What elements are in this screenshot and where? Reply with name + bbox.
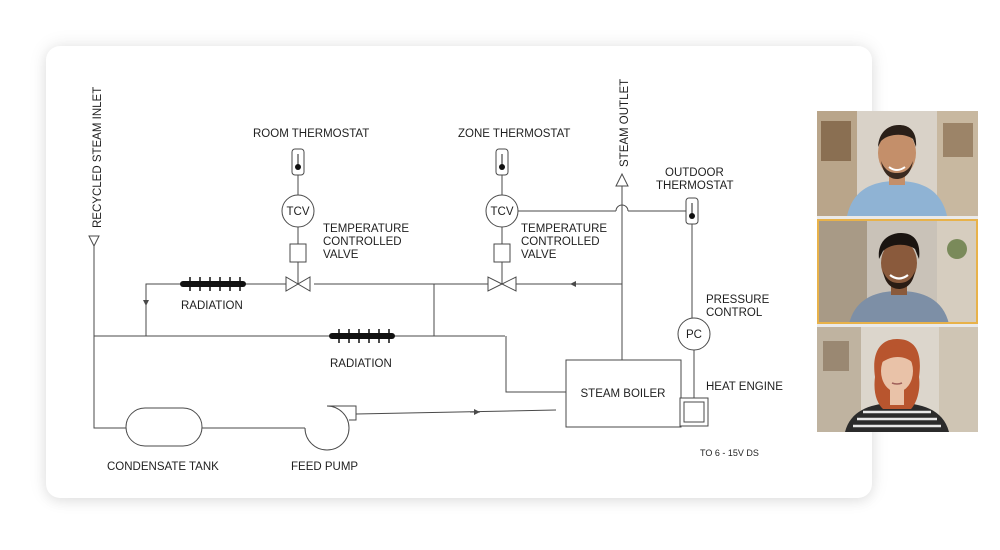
valve-zone-icon: [487, 276, 517, 292]
note-label: TO 6 - 15V DS: [700, 448, 759, 458]
pressure-control-label-1: PRESSURE: [706, 294, 770, 306]
recycled-steam-inlet: RECYCLED STEAM INLET: [88, 87, 126, 429]
heat-engine-label: HEAT ENGINE: [706, 381, 783, 393]
zone-thermostat-icon: [495, 148, 509, 176]
steam-outlet-label: STEAM OUTLET: [619, 79, 631, 167]
condensate-tank: [125, 407, 203, 447]
outdoor-thermostat-label-1: OUTDOOR: [665, 167, 724, 179]
tcv-room-desc-1: TEMPERATURE: [323, 223, 409, 235]
steam-heating-diagram: RECYCLED STEAM INLET RADIATION RADIA: [88, 79, 783, 473]
recycled-steam-inlet-label: RECYCLED STEAM INLET: [92, 87, 104, 228]
feed-pump-label: FEED PUMP: [291, 461, 358, 473]
tcv-zone-desc-1: TEMPERATURE: [521, 223, 607, 235]
radiator-lower: [329, 329, 395, 343]
tcv-zone-desc-2: CONTROLLED: [521, 236, 600, 248]
pc-label: PC: [686, 329, 702, 341]
radiator-upper: [180, 277, 246, 291]
condensate-tank-label: CONDENSATE TANK: [107, 461, 219, 473]
participant-tile-3[interactable]: [817, 327, 978, 432]
tcv-room-desc-2: CONTROLLED: [323, 236, 402, 248]
tcv-room-desc-3: VALVE: [323, 249, 359, 261]
participant-3-avatar: [817, 327, 978, 432]
actuator-zone: [493, 243, 511, 263]
steam-boiler-label: STEAM BOILER: [581, 388, 666, 400]
outdoor-thermostat-label-2: THERMOSTAT: [656, 180, 734, 192]
participant-tile-2[interactable]: [817, 219, 978, 324]
participant-tile-1[interactable]: [817, 111, 978, 216]
feed-pump-icon: [304, 405, 357, 451]
room-thermostat-label: ROOM THERMOSTAT: [253, 128, 369, 140]
radiation-upper-label: RADIATION: [181, 300, 243, 312]
outdoor-thermostat-icon: [685, 197, 699, 225]
participant-1-avatar: [817, 111, 978, 216]
steam-outlet-arrow: [615, 172, 629, 187]
radiation-lower-label: RADIATION: [330, 358, 392, 370]
zone-thermostat-label: ZONE THERMOSTAT: [458, 128, 570, 140]
tcv-room-label: TCV: [287, 206, 310, 218]
video-call-panel: [817, 111, 978, 432]
steam-boiler: [565, 359, 682, 428]
diagram-card: RECYCLED STEAM INLET RADIATION RADIA: [46, 46, 872, 498]
actuator-room: [289, 243, 307, 263]
pressure-control-label-2: CONTROL: [706, 307, 763, 319]
room-thermostat-icon: [291, 148, 305, 176]
tcv-zone-desc-3: VALVE: [521, 249, 557, 261]
valve-room-icon: [285, 276, 311, 292]
tcv-zone-label: TCV: [491, 206, 514, 218]
participant-2-avatar: [817, 219, 978, 324]
